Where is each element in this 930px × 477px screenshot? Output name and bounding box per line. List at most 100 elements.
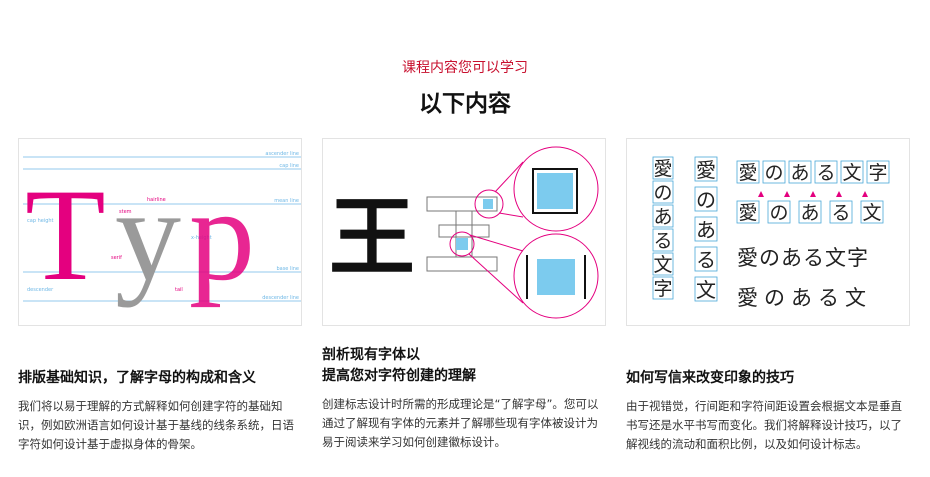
highlight-square xyxy=(483,199,493,209)
glyph-king: 王 xyxy=(329,188,415,288)
card-description: 由于视错觉，行间距和字符间距设置会根据文本是垂直书写还是水平书写而变化。我们将解… xyxy=(626,399,902,451)
card-heading-line: 排版基础知识，了解字母的构成和含义 xyxy=(18,370,256,386)
char-box xyxy=(694,186,718,212)
zoom-line xyxy=(494,161,524,193)
card-heading-line: 剖析现有字体以 xyxy=(322,347,420,363)
guide-label: mean line xyxy=(274,198,299,204)
glyph-p: p xyxy=(189,161,255,308)
glyph-T: T xyxy=(25,161,106,308)
callout-label: stem xyxy=(119,209,132,215)
char-box xyxy=(652,252,674,276)
dimension-label: descender xyxy=(27,287,54,293)
card-description: 我们将以易于理解的方式解释如何创建字符的基础知识，例如欧洲语言如何设计基于基线的… xyxy=(18,399,294,451)
char-box xyxy=(652,276,674,300)
card-description: 创建标志设计时所需的形成理论是“了解字母”。您可以通过了解现有字体的元素并了解哪… xyxy=(322,397,599,449)
char-box xyxy=(829,200,853,224)
card-heading: 剖析现有字体以 提高您对字符创建的理解 xyxy=(322,345,606,387)
vertical-char: の xyxy=(696,188,716,212)
dimension-label: x-height xyxy=(191,235,212,241)
horizontal-char: 愛 xyxy=(738,162,757,184)
zoom-outline xyxy=(532,168,578,214)
zoom-circle xyxy=(513,146,599,232)
horizontal-char: 文 xyxy=(842,162,861,184)
section-title: 以下内容 xyxy=(419,91,511,117)
vertical-char: る xyxy=(653,230,672,252)
char-box xyxy=(814,160,838,184)
zoom-circle xyxy=(449,231,475,257)
spacing-arrow xyxy=(784,191,790,197)
horizontal-char: 文 xyxy=(862,202,881,224)
char-box xyxy=(762,160,786,184)
char-box xyxy=(694,246,718,272)
horizontal-char: の xyxy=(769,202,788,224)
guide-label: base line xyxy=(276,266,299,272)
spacing-arrow xyxy=(862,191,868,197)
char-box xyxy=(652,228,674,252)
vertical-char: 字 xyxy=(653,278,672,300)
callout-label: serif xyxy=(111,255,122,261)
course-card-writing-techniques: 愛のある文字愛のある文愛のある文字愛のある文愛のある文字愛のある文 如何写信来改… xyxy=(626,138,910,451)
card-heading-line: 如何写信来改变印象的技巧 xyxy=(626,370,794,386)
dimension-label: cap height xyxy=(27,218,54,224)
char-box xyxy=(652,204,674,228)
spacing-arrow xyxy=(810,191,816,197)
vertical-char: 愛 xyxy=(696,158,716,182)
outline-bar xyxy=(438,224,490,238)
char-box xyxy=(866,160,890,184)
char-box xyxy=(798,200,822,224)
spacing-arrow xyxy=(836,191,842,197)
section-subtitle: 课程内容您可以学习 xyxy=(402,60,528,76)
guide-label: ascender line xyxy=(265,151,299,157)
outline-stem xyxy=(455,210,473,258)
horizontal-sample: 愛のある文字 xyxy=(737,246,869,270)
vertical-char: る xyxy=(696,248,716,272)
horizontal-char: あ xyxy=(800,202,819,224)
char-box xyxy=(652,156,674,180)
vertical-char: あ xyxy=(653,206,672,228)
horizontal-char: る xyxy=(816,162,835,184)
char-box xyxy=(694,276,718,302)
horizontal-char: る xyxy=(831,202,850,224)
char-box xyxy=(694,156,718,182)
horizontal-char: の xyxy=(764,162,783,184)
horizontal-char: あ xyxy=(790,162,809,184)
zoom-line xyxy=(498,212,524,218)
callout-label: hairline xyxy=(147,197,166,203)
course-card-typography: ascender line cap line mean line base line d… xyxy=(18,138,302,451)
vertical-char: の xyxy=(653,182,672,204)
zoom-highlight xyxy=(537,259,575,295)
vertical-char: 文 xyxy=(696,278,716,302)
zoom-line xyxy=(469,234,524,252)
char-box xyxy=(840,160,864,184)
course-card-font-analysis: 王 剖析现有字体以 提高您对字符创建的理解 创建标志设计时所需的形成理论是“了解… xyxy=(322,138,606,449)
spacing-arrow xyxy=(758,191,764,197)
vertical-char: あ xyxy=(696,218,716,242)
zoom-line xyxy=(468,253,524,304)
zoom-circle xyxy=(513,233,599,319)
char-box xyxy=(767,200,791,224)
glyph-y: y xyxy=(115,161,181,308)
zoom-circle xyxy=(474,189,504,219)
japanese-spacing-image: 愛のある文字愛のある文愛のある文字愛のある文愛のある文字愛のある文 xyxy=(626,138,910,326)
card-heading-line: 提高您对字符创建的理解 xyxy=(322,368,476,384)
horizontal-char: 字 xyxy=(868,162,887,184)
glyph-analysis-image: 王 xyxy=(322,138,606,326)
outline-bar xyxy=(426,256,498,272)
typography-anatomy-image: ascender line cap line mean line base line d… xyxy=(18,138,302,326)
char-box xyxy=(736,200,760,224)
callout-label: tail xyxy=(175,287,183,293)
char-box xyxy=(788,160,812,184)
highlight-square xyxy=(456,238,468,250)
char-box xyxy=(736,160,760,184)
vertical-char: 文 xyxy=(653,254,672,276)
guide-label: descender line xyxy=(262,295,299,301)
char-box xyxy=(860,200,884,224)
guide-label: cap line xyxy=(279,163,299,169)
horizontal-sample: 愛のある文 xyxy=(737,286,872,310)
zoom-highlight xyxy=(537,173,573,209)
vertical-char: 愛 xyxy=(653,158,672,180)
card-heading: 如何写信来改变印象的技巧 xyxy=(626,368,910,389)
char-box xyxy=(694,216,718,242)
horizontal-char: 愛 xyxy=(738,202,757,224)
char-box xyxy=(652,180,674,204)
